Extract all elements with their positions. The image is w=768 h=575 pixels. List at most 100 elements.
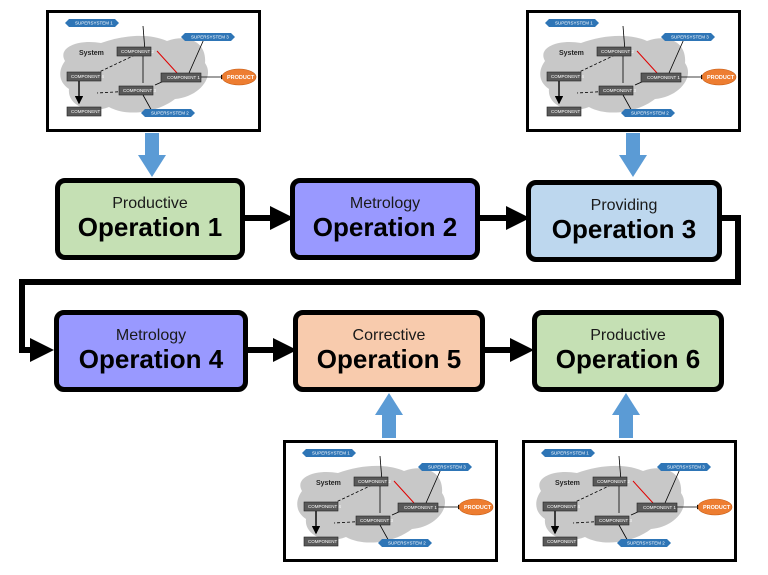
operation-type: Productive bbox=[112, 195, 188, 213]
system-diagram-thumbnail-op5: System SUPERSYSTEM 1 SUPERSYSTEM 3 SUPER… bbox=[283, 440, 498, 562]
component-5: COMPONENT 5 bbox=[66, 106, 104, 117]
svg-text:SUPERSYSTEM 1: SUPERSYSTEM 1 bbox=[555, 21, 593, 26]
svg-text:COMPONENT 1: COMPONENT 1 bbox=[404, 505, 437, 510]
input-arrow-op3 bbox=[619, 133, 647, 177]
component-2: COMPONENT 2 bbox=[596, 46, 634, 57]
system-label: System bbox=[559, 50, 584, 57]
operation-name: Operation 3 bbox=[551, 214, 697, 245]
operation-name: Operation 1 bbox=[77, 212, 223, 243]
svg-text:COMPONENT 3: COMPONENT 3 bbox=[360, 518, 393, 523]
operation-name: Operation 2 bbox=[312, 212, 458, 243]
svg-text:COMPONENT 1: COMPONENT 1 bbox=[167, 75, 200, 80]
product-node: PRODUCT bbox=[697, 498, 733, 516]
svg-text:COMPONENT 4: COMPONENT 4 bbox=[551, 74, 584, 79]
arrow-op3-op4 bbox=[19, 215, 741, 362]
system-diagram: System SUPERSYSTEM 1 SUPERSYSTEM 3 SUPER… bbox=[60, 19, 257, 117]
svg-text:SUPERSYSTEM 2: SUPERSYSTEM 2 bbox=[627, 541, 665, 546]
svg-text:COMPONENT 3: COMPONENT 3 bbox=[599, 518, 632, 523]
svg-text:COMPONENT 3: COMPONENT 3 bbox=[603, 88, 636, 93]
operation-3-box: Providing Operation 3 bbox=[526, 180, 722, 262]
system-diagram: System SUPERSYSTEM 1 SUPERSYSTEM 3 SUPER… bbox=[297, 449, 494, 547]
svg-text:COMPONENT 4: COMPONENT 4 bbox=[308, 504, 341, 509]
input-arrow-op6 bbox=[612, 393, 640, 438]
svg-text:SUPERSYSTEM 1: SUPERSYSTEM 1 bbox=[75, 21, 113, 26]
system-diagram-thumbnail-op3: System SUPERSYSTEM 1 SUPERSYSTEM 3 SUPER… bbox=[526, 10, 741, 132]
supersystem-1: SUPERSYSTEM 1 bbox=[65, 19, 119, 27]
supersystem-1: SUPERSYSTEM 1 bbox=[545, 19, 599, 27]
component-2: COMPONENT 2 bbox=[116, 46, 154, 57]
component-5: COMPONENT 5 bbox=[542, 536, 580, 547]
product-node: PRODUCT bbox=[701, 68, 737, 86]
operation-type: Providing bbox=[590, 197, 658, 215]
svg-text:COMPONENT 5: COMPONENT 5 bbox=[551, 109, 584, 114]
svg-text:COMPONENT 2: COMPONENT 2 bbox=[601, 49, 634, 54]
system-diagram-thumbnail-op1: System SUPERSYSTEM 1 SUPERSYSTEM 3 SUPER… bbox=[46, 10, 261, 132]
product-node: PRODUCT bbox=[221, 68, 257, 86]
operation-5-box: Corrective Operation 5 bbox=[293, 310, 485, 392]
svg-text:COMPONENT 2: COMPONENT 2 bbox=[597, 479, 630, 484]
svg-text:SUPERSYSTEM 2: SUPERSYSTEM 2 bbox=[631, 111, 669, 116]
system-diagram: System SUPERSYSTEM 1 SUPERSYSTEM 3 SUPER… bbox=[536, 449, 733, 547]
operation-type: Metrology bbox=[115, 327, 187, 345]
component-5: COMPONENT 5 bbox=[546, 106, 584, 117]
system-label: System bbox=[316, 480, 341, 487]
supersystem-1: SUPERSYSTEM 1 bbox=[541, 449, 595, 457]
supersystem-3: SUPERSYSTEM 3 bbox=[661, 33, 715, 41]
operation-2-box: Metrology Operation 2 bbox=[290, 178, 480, 260]
component-4: COMPONENT 4 bbox=[303, 501, 341, 512]
svg-text:COMPONENT 5: COMPONENT 5 bbox=[71, 109, 104, 114]
svg-text:SUPERSYSTEM 2: SUPERSYSTEM 2 bbox=[388, 541, 426, 546]
svg-text:SUPERSYSTEM 3: SUPERSYSTEM 3 bbox=[428, 465, 466, 470]
svg-text:COMPONENT 5: COMPONENT 5 bbox=[547, 539, 580, 544]
svg-text:COMPONENT 1: COMPONENT 1 bbox=[647, 75, 680, 80]
input-arrow-op5 bbox=[375, 393, 403, 438]
component-1: COMPONENT 1 bbox=[640, 72, 682, 83]
svg-text:PRODUCT: PRODUCT bbox=[227, 75, 255, 81]
system-diagram: System SUPERSYSTEM 1 SUPERSYSTEM 3 SUPER… bbox=[540, 19, 737, 117]
svg-text:COMPONENT 2: COMPONENT 2 bbox=[121, 49, 154, 54]
operation-name: Operation 5 bbox=[316, 344, 462, 375]
operation-type: Corrective bbox=[352, 327, 426, 345]
operation-4-box: Metrology Operation 4 bbox=[54, 310, 248, 392]
svg-text:PRODUCT: PRODUCT bbox=[703, 505, 731, 511]
component-4: COMPONENT 4 bbox=[546, 71, 584, 82]
component-4: COMPONENT 4 bbox=[542, 501, 580, 512]
component-4: COMPONENT 4 bbox=[66, 71, 104, 82]
svg-text:SUPERSYSTEM 3: SUPERSYSTEM 3 bbox=[671, 35, 709, 40]
component-1: COMPONENT 1 bbox=[397, 502, 439, 513]
operation-1-box: Productive Operation 1 bbox=[55, 178, 245, 260]
svg-text:COMPONENT 2: COMPONENT 2 bbox=[358, 479, 391, 484]
supersystem-2: SUPERSYSTEM 2 bbox=[621, 109, 675, 117]
svg-text:COMPONENT 1: COMPONENT 1 bbox=[643, 505, 676, 510]
component-3: COMPONENT 3 bbox=[118, 85, 156, 96]
system-region bbox=[536, 465, 685, 543]
system-region bbox=[297, 465, 446, 543]
svg-text:SUPERSYSTEM 1: SUPERSYSTEM 1 bbox=[551, 451, 589, 456]
operation-name: Operation 4 bbox=[78, 344, 224, 375]
operation-type: Productive bbox=[590, 327, 666, 345]
supersystem-3: SUPERSYSTEM 3 bbox=[181, 33, 235, 41]
svg-text:SUPERSYSTEM 3: SUPERSYSTEM 3 bbox=[191, 35, 229, 40]
component-2: COMPONENT 2 bbox=[353, 476, 391, 487]
svg-text:COMPONENT 3: COMPONENT 3 bbox=[123, 88, 156, 93]
supersystem-1: SUPERSYSTEM 1 bbox=[302, 449, 356, 457]
operation-type: Metrology bbox=[349, 195, 421, 213]
component-2: COMPONENT 2 bbox=[592, 476, 630, 487]
system-region bbox=[540, 35, 689, 113]
svg-text:PRODUCT: PRODUCT bbox=[464, 505, 492, 511]
component-3: COMPONENT 3 bbox=[594, 515, 632, 526]
system-region bbox=[60, 35, 209, 113]
supersystem-3: SUPERSYSTEM 3 bbox=[657, 463, 711, 471]
component-5: COMPONENT 5 bbox=[303, 536, 341, 547]
component-1: COMPONENT 1 bbox=[636, 502, 678, 513]
svg-text:SUPERSYSTEM 2: SUPERSYSTEM 2 bbox=[151, 111, 189, 116]
system-diagram-thumbnail-op6: System SUPERSYSTEM 1 SUPERSYSTEM 3 SUPER… bbox=[522, 440, 737, 562]
supersystem-2: SUPERSYSTEM 2 bbox=[617, 539, 671, 547]
operation-name: Operation 6 bbox=[555, 344, 701, 375]
component-1: COMPONENT 1 bbox=[160, 72, 202, 83]
svg-text:SUPERSYSTEM 3: SUPERSYSTEM 3 bbox=[667, 465, 705, 470]
svg-text:COMPONENT 5: COMPONENT 5 bbox=[308, 539, 341, 544]
system-label: System bbox=[79, 50, 104, 57]
